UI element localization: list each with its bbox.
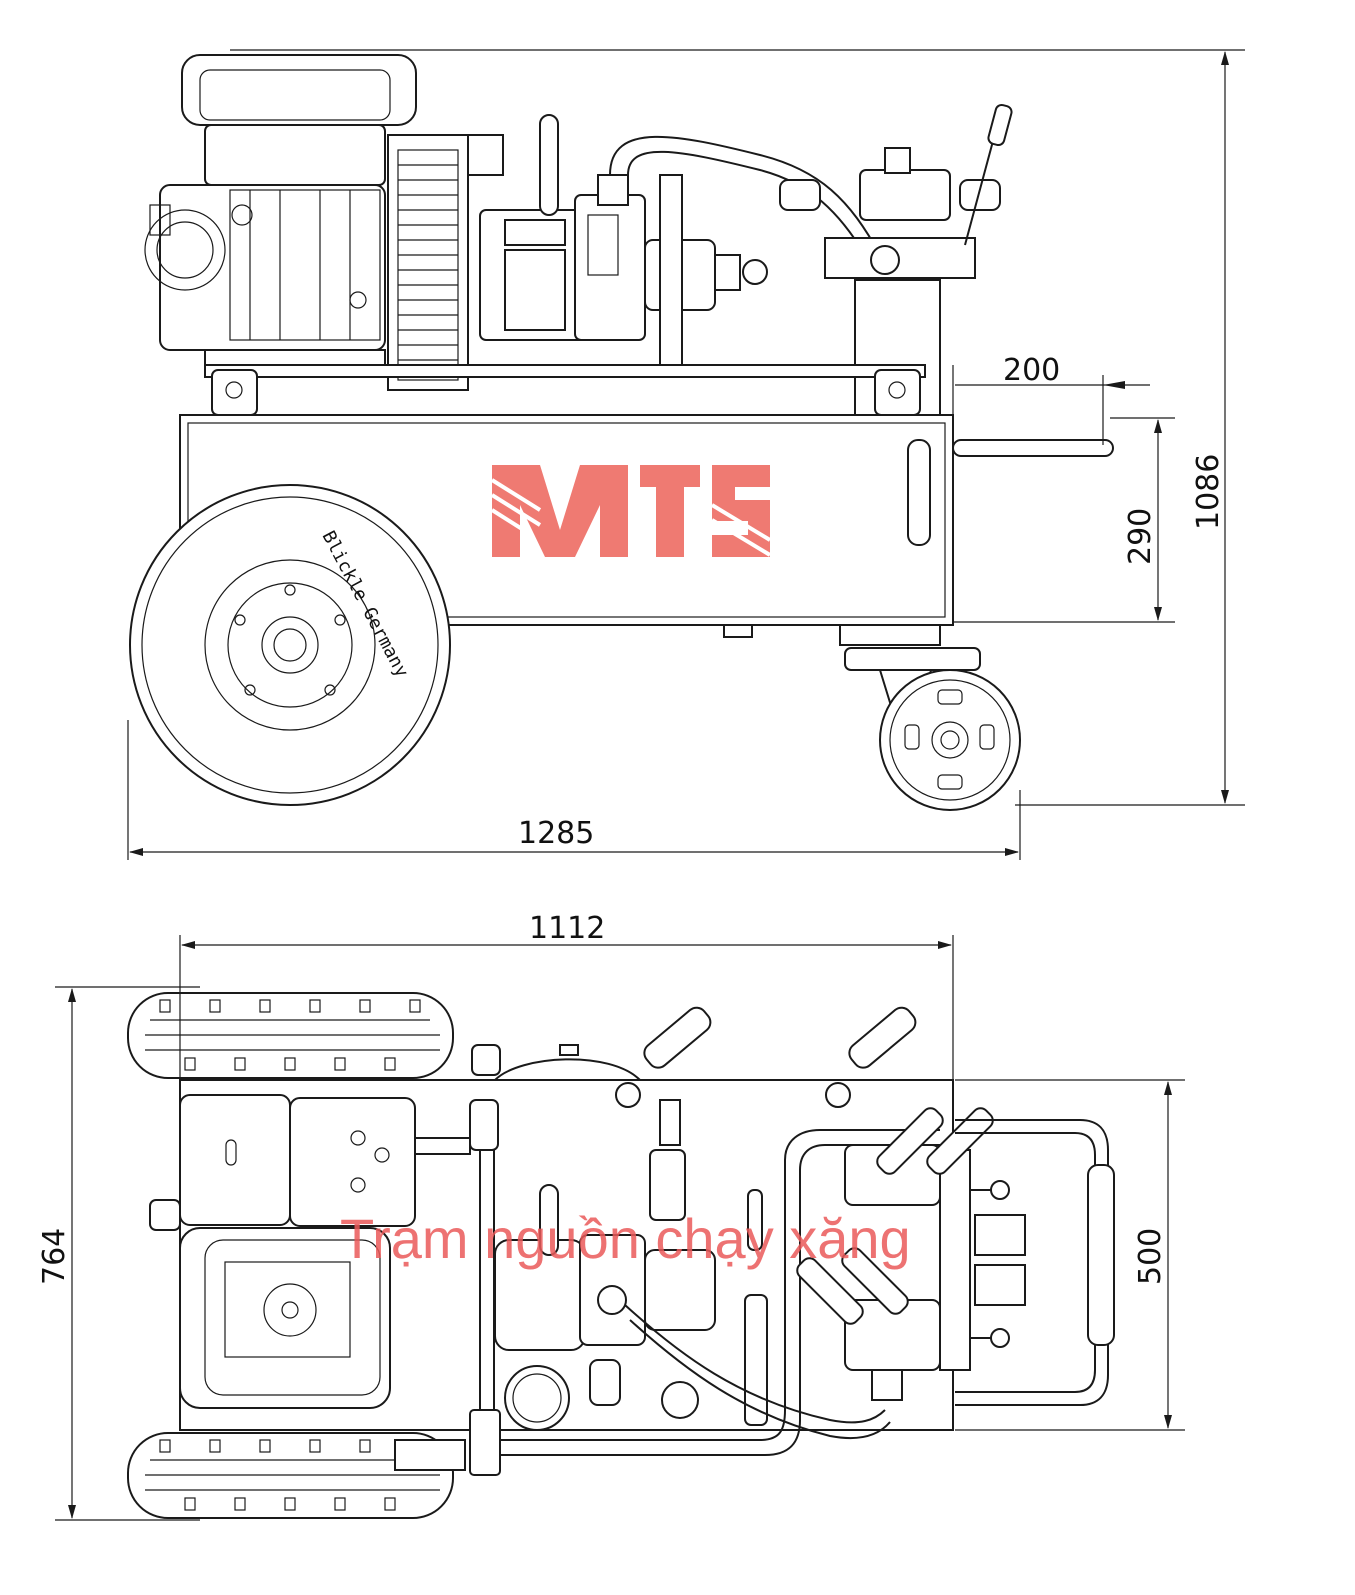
dim-1086: 1086: [1191, 454, 1226, 530]
dim-top-length: 1112: [179, 911, 954, 1080]
level-gauge: [907, 439, 931, 546]
engine-side: [144, 54, 417, 366]
dim-handle-width: 500: [955, 1079, 1185, 1431]
dim-200: 200: [1003, 353, 1060, 388]
dim-290: 290: [1123, 508, 1158, 565]
hydraulic-hose-side: [609, 135, 881, 256]
couplers-top: [615, 1006, 917, 1146]
dim-top-width: 764: [37, 986, 200, 1521]
valve-bank-top: [796, 1107, 1026, 1401]
valve-block-side: [779, 103, 1013, 416]
dim-tank-height: 290: [953, 417, 1175, 623]
handle-side: [952, 439, 1114, 457]
dim-1285: 1285: [518, 816, 594, 851]
oil-cooler: [387, 134, 504, 391]
main-wheel-side: Blickle Germany: [129, 484, 451, 806]
top-view: Trạm nguồn chạy xăng 1112 764 500: [37, 911, 1185, 1521]
engine-top: [149, 1094, 471, 1471]
dim-1112: 1112: [529, 911, 605, 946]
caster-wheel-side: [844, 647, 1021, 811]
dim-handle-offset: 200: [952, 353, 1150, 445]
dim-side-height: 1086: [230, 49, 1245, 806]
watermark-text: Trạm nguồn chạy xăng: [340, 1207, 911, 1270]
side-view: Blickle Germany 1086 290: [127, 49, 1245, 860]
top-wheel-upper: [127, 992, 454, 1079]
pump-top: [494, 1149, 768, 1431]
mts-logo: [490, 465, 772, 557]
dim-side-length: 1285: [127, 720, 1021, 860]
pump-assembly: [479, 114, 768, 366]
top-wheel-lower: [127, 1432, 454, 1519]
hydraulic-hose-top: [624, 1304, 886, 1424]
dim-764: 764: [37, 1228, 72, 1285]
dim-500: 500: [1133, 1228, 1168, 1285]
handle-top: [955, 1119, 1109, 1406]
